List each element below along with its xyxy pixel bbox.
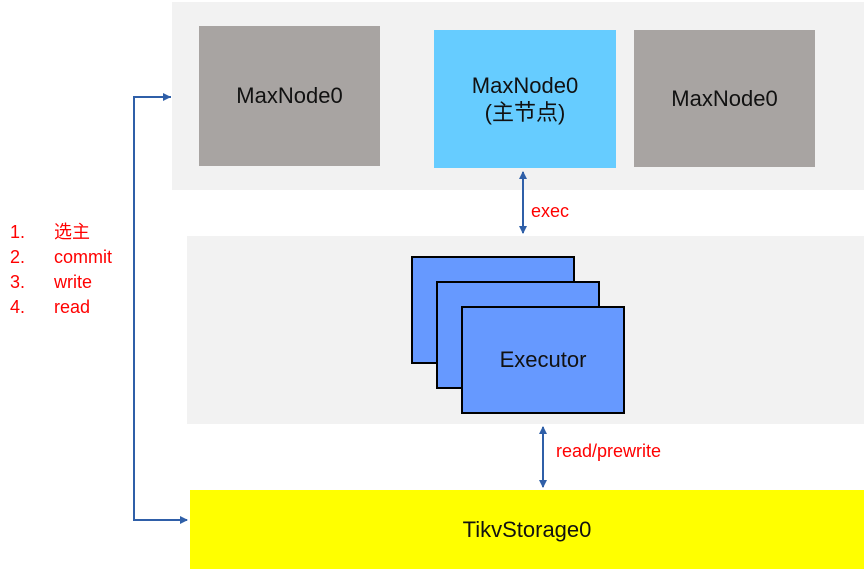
tikv-storage: TikvStorage0 bbox=[190, 490, 864, 569]
maxnode-0: MaxNode0 bbox=[199, 26, 380, 166]
step-item: 3. write bbox=[10, 270, 112, 295]
maxnode-master-label: MaxNode0 bbox=[471, 72, 579, 98]
step-number: 3. bbox=[10, 272, 26, 292]
step-text: write bbox=[54, 272, 93, 292]
step-text: commit bbox=[54, 247, 112, 267]
maxnode-master: MaxNode0 (主节点) bbox=[434, 30, 616, 168]
step-number: 1. bbox=[10, 222, 26, 242]
maxnode-master-sublabel: (主节点) bbox=[484, 100, 566, 125]
maxnode-2: MaxNode0 bbox=[634, 30, 815, 167]
step-item: 1. 选主 bbox=[10, 220, 112, 245]
step-item: 4. read bbox=[10, 295, 112, 320]
steps-list: 1. 选主 2. commit 3. write 4. read bbox=[10, 220, 112, 320]
executor-label: Executor bbox=[499, 347, 587, 372]
step-number: 4. bbox=[10, 297, 26, 317]
maxnode-0-label: MaxNode0 bbox=[236, 83, 343, 109]
step-text: read bbox=[54, 297, 91, 317]
step-item: 2. commit bbox=[10, 245, 112, 270]
step-number: 2. bbox=[10, 247, 26, 267]
executor-card-front: Executor bbox=[461, 306, 625, 414]
exec-label: exec bbox=[531, 201, 570, 221]
maxnode-2-label: MaxNode0 bbox=[671, 85, 778, 111]
tikv-storage-label: TikvStorage0 bbox=[462, 516, 592, 542]
read-prewrite-label: read/prewrite bbox=[556, 441, 662, 461]
step-text: 选主 bbox=[54, 222, 90, 242]
loop-connector bbox=[133, 96, 188, 524]
